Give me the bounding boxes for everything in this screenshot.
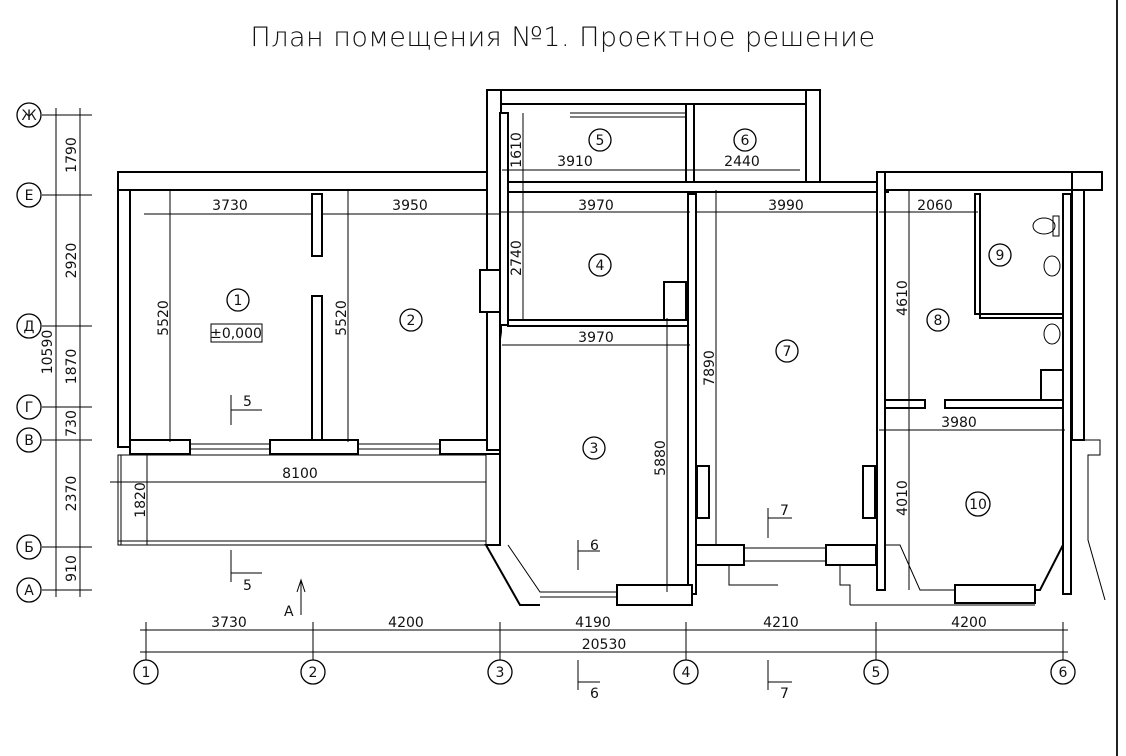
dim-r7-h: 7890	[702, 350, 718, 386]
room-6-label: 6	[741, 133, 750, 149]
room-3-label: 3	[590, 441, 599, 457]
axis-v-marker: Б	[24, 540, 34, 556]
dim-r5-w: 3910	[557, 154, 593, 170]
dim-r1-w: 3730	[212, 198, 248, 214]
room-7-label: 7	[783, 344, 792, 360]
room-10-label: 10	[969, 497, 987, 513]
axis-v-total: 10590	[40, 330, 56, 375]
axis-v-marker: Ж	[21, 108, 36, 124]
axis-h-marker: 6	[1059, 665, 1068, 681]
level-mark: ±0,000	[210, 326, 262, 342]
dim-r10-w: 3980	[941, 415, 977, 431]
section-6-top: 6	[590, 538, 599, 554]
room-9-label: 9	[996, 248, 1005, 264]
axis-v-dim: 1870	[64, 349, 80, 385]
axis-h-dim: 4190	[575, 615, 611, 631]
axis-h-marker: 2	[309, 665, 318, 681]
room-8-label: 8	[934, 313, 943, 329]
axis-v-dim: 910	[64, 555, 80, 582]
axis-v-marker: Д	[24, 319, 35, 335]
dim-r1-h: 5520	[156, 300, 172, 336]
axis-v-dim: 2920	[64, 243, 80, 279]
axis-h-marker: 1	[142, 665, 151, 681]
section-7-top: 7	[780, 503, 789, 519]
axis-h-total: 20530	[582, 637, 627, 653]
axis-v-dim: 1790	[64, 137, 80, 173]
walls	[117, 89, 1106, 606]
dim-r7-w: 3990	[768, 198, 804, 214]
axis-h-dim: 4210	[763, 615, 799, 631]
room-labels: 1 2 3 4 5 6 7 8 9 10 ±0,000	[210, 128, 1012, 517]
dim-r3-h: 5880	[653, 440, 669, 476]
axis-v-marker: А	[24, 583, 34, 599]
room-2-label: 2	[407, 313, 416, 329]
axis-h-dim: 3730	[211, 615, 247, 631]
plan-title: План помещения №1. Проектное решение	[250, 22, 876, 53]
axis-v-marker: Г	[25, 400, 34, 416]
dim-balcony-w: 8100	[282, 466, 318, 482]
section-6-bottom: 6	[590, 686, 599, 702]
horizontal-axes: 3730 4200 4190 4210 4200 20530 1 2 3 4 5 6	[133, 615, 1076, 685]
dim-r10-h: 4010	[895, 480, 911, 516]
dim-r4-h: 2740	[509, 240, 525, 276]
axis-h-marker: 3	[496, 665, 505, 681]
dim-r6-w: 2440	[724, 154, 760, 170]
dim-balcony-h: 1820	[133, 482, 149, 518]
axis-h-marker: 4	[682, 665, 691, 681]
axis-h-dim: 4200	[951, 615, 987, 631]
dim-r4-w: 3970	[578, 198, 614, 214]
section-5-top: 5	[243, 394, 252, 410]
axis-h-dim: 4200	[388, 615, 424, 631]
section-7-bottom: 7	[780, 686, 789, 702]
section-5-bottom: 5	[243, 578, 252, 594]
dim-r8-w: 2060	[917, 198, 953, 214]
dim-r56-h: 1610	[509, 132, 525, 168]
dim-r3-w: 3970	[578, 330, 614, 346]
room-1-label: 1	[234, 293, 243, 309]
axis-v-marker: В	[24, 433, 34, 449]
window-edge	[1116, 0, 1118, 756]
room-dimensions: 3730 5520 3950 5520 3910 2440 1610 2740 …	[110, 113, 1065, 592]
axis-v-dim: 730	[64, 410, 80, 437]
axis-v-dim: 2370	[64, 476, 80, 512]
dim-r2-h: 5520	[334, 300, 350, 336]
room-4-label: 4	[596, 258, 605, 274]
section-marks: 5 5 6 6 7 7 А	[230, 394, 792, 702]
dim-r2-w: 3950	[392, 198, 428, 214]
dim-r8-h: 4610	[895, 280, 911, 316]
axis-h-marker: 5	[872, 665, 881, 681]
axis-v-marker: Е	[25, 188, 34, 204]
view-a-arrow: А	[284, 604, 294, 620]
room-5-label: 5	[596, 133, 605, 149]
